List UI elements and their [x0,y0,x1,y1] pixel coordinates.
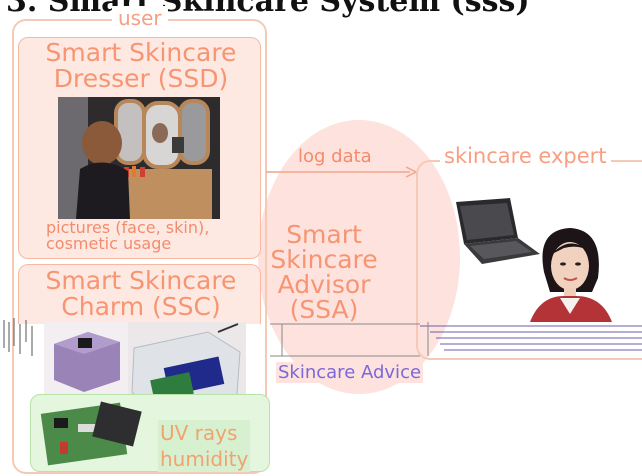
ssc-title: Smart Skincare Charm (SSC) [26,268,256,320]
ssa-line1: Smart [286,220,362,249]
sensor-humidity: humidity [160,447,249,471]
sensor-label: UV rays humidity [158,420,251,472]
ssa-line4: (SSA) [289,295,359,324]
sensor-uv: UV rays [160,421,238,445]
ssa-line2: Skincare [270,245,378,274]
log-data-arrow [266,166,418,178]
ssc-panel [18,264,261,324]
ssa-line3: Advisor [277,270,371,299]
slide-title: 3. Smart Skincare System (sss) [6,0,530,19]
ssd-caption-line2: cosmetic usage [46,234,172,253]
skincare-expert-photo [530,228,612,322]
log-data-label: log data [298,146,372,167]
charm-box-photo [44,322,128,394]
ssd-title: Smart Skincare Dresser (SSD) [26,40,256,92]
ssd-caption: pictures (face, skin), cosmetic usage [46,220,261,252]
ssa-title: Smart Skincare Advisor (SSA) [262,222,386,322]
ssd-title-line1: Smart Skincare [45,38,237,67]
ssc-title-line2: Charm (SSC) [61,292,221,321]
ssd-caption-line1: pictures (face, skin), [46,218,210,237]
dresser-photo [58,97,220,219]
ssc-title-line1: Smart Skincare [45,266,237,295]
laptop-icon [456,198,540,264]
skincare-advice-label: Skincare Advice [276,362,424,383]
render-artifact-band [3,318,642,357]
sensor-board-photo [40,401,142,466]
ssd-title-line2: Dresser (SSD) [53,64,229,93]
user-label: user [112,6,168,30]
expert-label: skincare expert [440,143,611,169]
